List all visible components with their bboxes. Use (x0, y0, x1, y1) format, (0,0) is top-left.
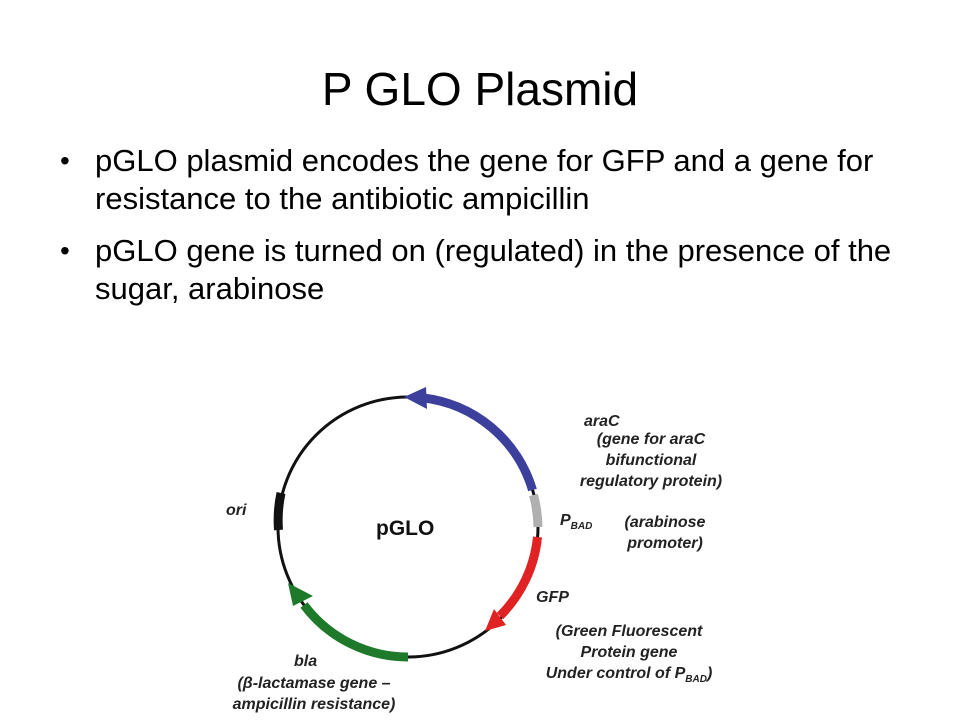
bla-description: (β-lactamase gene – ampicillin resistanc… (232, 675, 396, 713)
plasmid-diagram: pGLO araC (gene for araC bifunctional re… (200, 385, 760, 720)
arac-description: (gene for araC bifunctional regulatory p… (579, 431, 723, 490)
bullet-text: pGLO gene is turned on (regulated) in th… (95, 233, 892, 306)
ori-segment (273, 492, 286, 531)
pbad-segment (529, 493, 543, 528)
bullet-list: • pGLO plasmid encodes the gene for GFP … (60, 142, 920, 322)
gfp-description: (Green Fluorescent Protein gene Under co… (545, 623, 713, 686)
bullet-text: pGLO plasmid encodes the gene for GFP an… (95, 143, 874, 216)
bullet-item: • pGLO plasmid encodes the gene for GFP … (60, 142, 920, 218)
ori-label: ori (226, 502, 247, 519)
pbad-description: (arabinose promoter) (624, 514, 706, 552)
bla-arrowhead (288, 583, 313, 606)
gfp-label: GFP (536, 589, 569, 606)
plasmid-map (273, 387, 543, 662)
bullet-glyph: • (60, 235, 70, 266)
arac-segment (421, 393, 537, 492)
gfp-segment (496, 536, 542, 620)
bullet-item: • pGLO gene is turned on (regulated) in … (60, 232, 920, 308)
arac-arrowhead (404, 387, 427, 409)
arac-label: araC (584, 413, 620, 430)
bla-segment (300, 602, 409, 662)
plasmid-name: pGLO (376, 517, 435, 540)
slide-title: P GLO Plasmid (321, 63, 639, 115)
bullet-glyph: • (60, 145, 70, 176)
pbad-label: PBAD (560, 512, 593, 533)
gfp-arrowhead (485, 609, 506, 631)
bla-label: bla (294, 653, 318, 670)
